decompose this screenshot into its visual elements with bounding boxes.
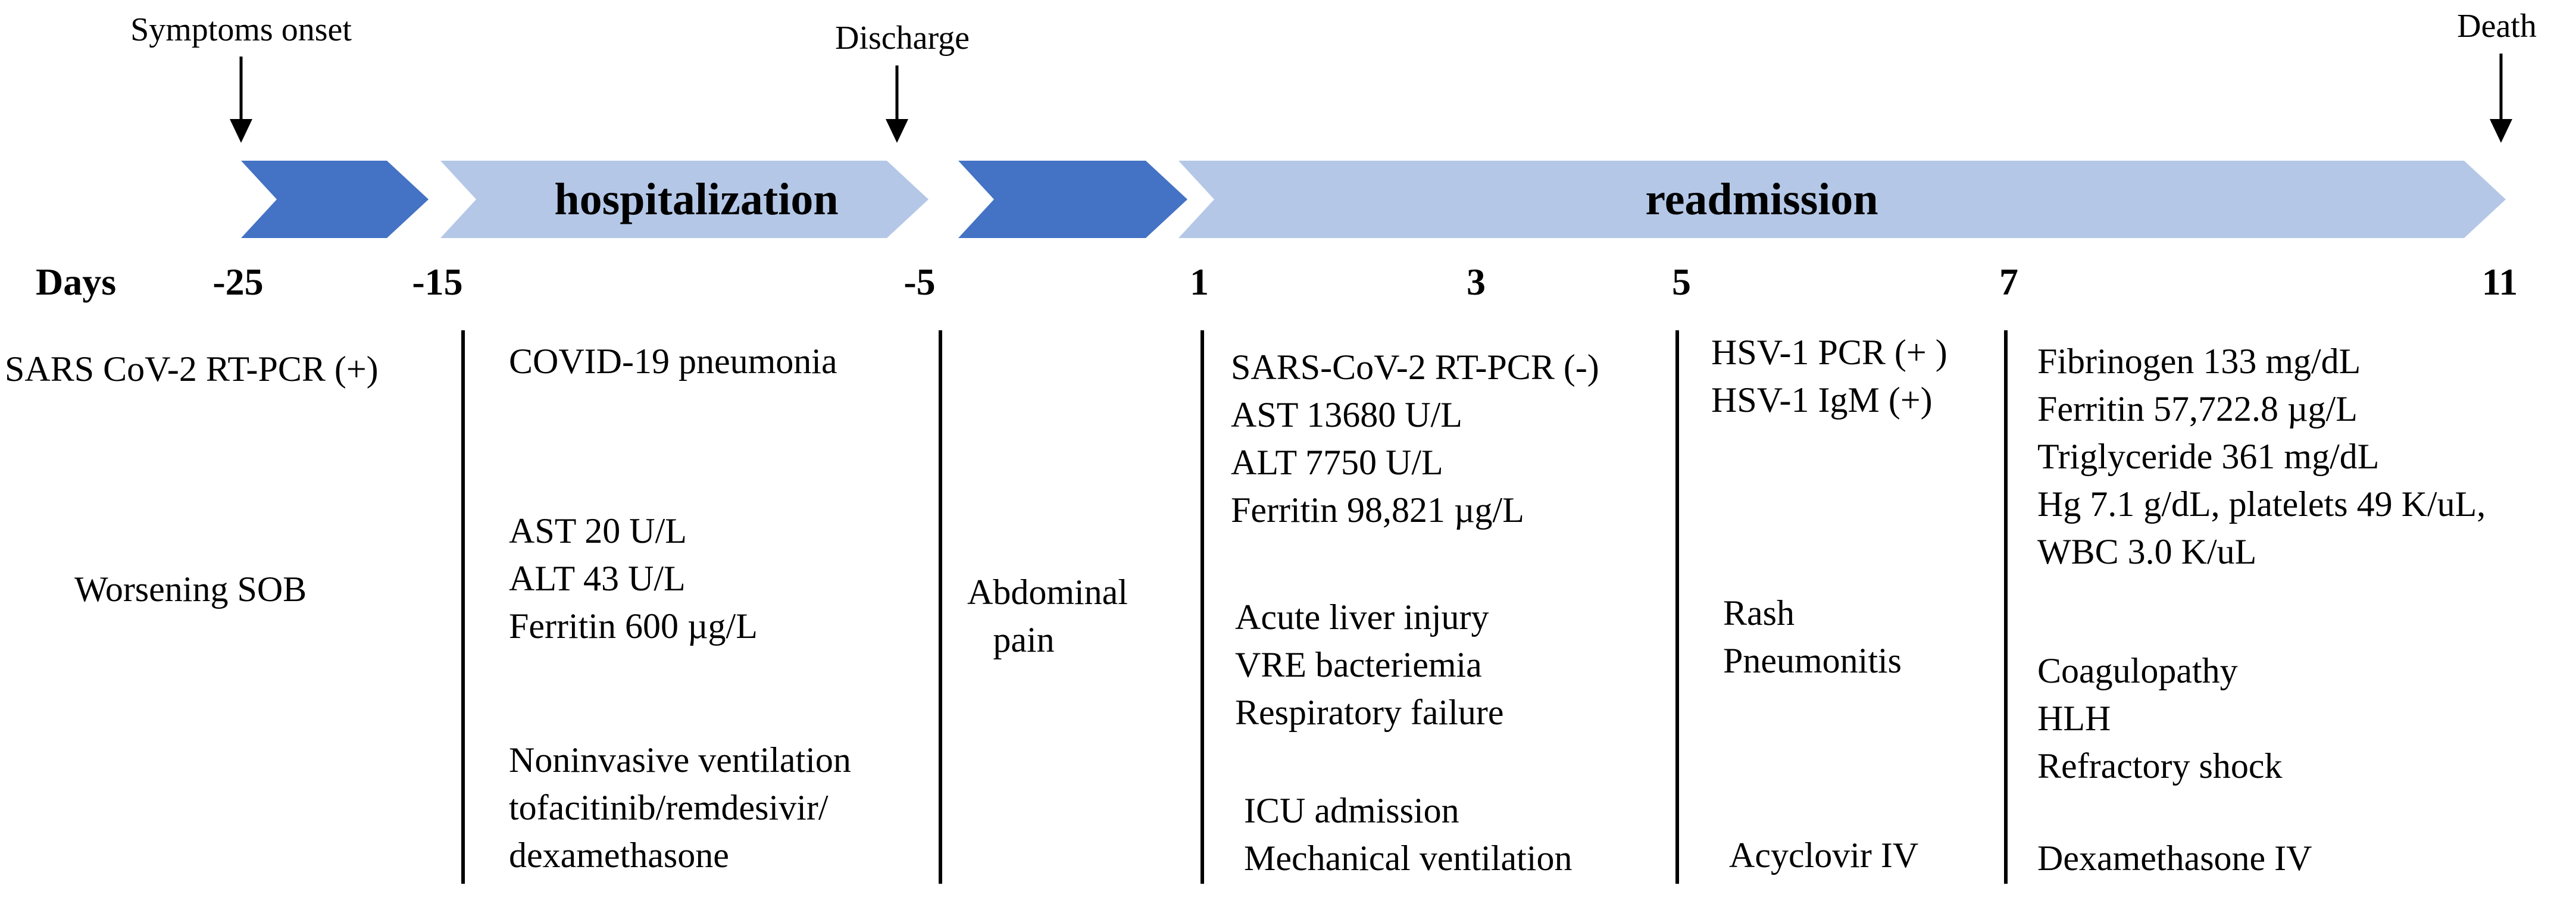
- note-text: SARS-CoV-2 RT-PCR (-): [1231, 348, 1599, 387]
- event-label-onset: Symptoms onset: [130, 11, 352, 48]
- chevron-arrow-readmission: [1178, 161, 2506, 238]
- day-tick: 3: [1467, 261, 1486, 303]
- note-text: Ferritin 57,722.8 µg/L: [2037, 389, 2358, 428]
- chevron-arrow-hospitalization: [440, 161, 929, 238]
- day-tick: 5: [1672, 261, 1691, 303]
- note-text: Hg 7.1 g/dL, platelets 49 K/uL,: [2037, 484, 2486, 524]
- note-text: Ferritin 98,821 µg/L: [1231, 490, 1524, 530]
- event-arrow-discharge: [886, 65, 908, 143]
- days-label: Days: [36, 261, 116, 303]
- note-text: Respiratory failure: [1235, 693, 1504, 732]
- note-text: HSV-1 PCR (+ ): [1711, 333, 1947, 372]
- note-text: Ferritin 600 µg/L: [509, 606, 758, 646]
- note-text: Abdominal: [967, 573, 1128, 612]
- note-text: AST 20 U/L: [509, 511, 687, 550]
- day-tick: 1: [1190, 261, 1209, 303]
- note-text: HSV-1 IgM (+): [1711, 380, 1933, 420]
- event-label-discharge: Discharge: [835, 20, 970, 57]
- note-text: ALT 7750 U/L: [1231, 443, 1443, 482]
- note-text: Triglyceride 361 mg/dL: [2037, 437, 2379, 476]
- note-text: HLH: [2037, 699, 2111, 738]
- day-tick: 11: [2482, 261, 2518, 303]
- note-text: Refractory shock: [2037, 746, 2283, 786]
- note-text: Fibrinogen 133 mg/dL: [2037, 342, 2361, 381]
- note-text: tofacitinib/remdesivir/: [509, 788, 829, 827]
- note-text: pain: [993, 620, 1054, 659]
- day-tick: -5: [904, 261, 935, 303]
- note-text: AST 13680 U/L: [1231, 395, 1462, 434]
- event-label-death: Death: [2457, 8, 2537, 45]
- note-text: SARS CoV-2 RT-PCR (+): [5, 349, 379, 389]
- phase-label-hospitalization: hospitalization: [554, 174, 838, 224]
- note-text: COVID-19 pneumonia: [509, 342, 837, 381]
- event-arrow-onset: [230, 57, 252, 143]
- note-text: Pneumonitis: [1723, 641, 1902, 680]
- day-tick: -15: [412, 261, 462, 303]
- day-tick: 7: [1999, 261, 2018, 303]
- day-tick: -25: [212, 261, 263, 303]
- note-text: ALT 43 U/L: [509, 559, 686, 598]
- note-text: Rash: [1723, 593, 1795, 633]
- note-text: Dexamethasone IV: [2037, 839, 2312, 878]
- note-text: dexamethasone: [509, 836, 729, 875]
- chevron-arrow-dark-1: [241, 161, 429, 238]
- note-text: ICU admission: [1244, 791, 1459, 830]
- note-text: Coagulopathy: [2037, 651, 2238, 690]
- note-text: Worsening SOB: [74, 570, 307, 609]
- event-arrow-death: [2490, 54, 2512, 143]
- note-text: WBC 3.0 K/uL: [2037, 532, 2256, 571]
- note-text: Noninvasive ventilation: [509, 740, 851, 780]
- phase-label-readmission: readmission: [1645, 174, 1878, 224]
- note-text: VRE bacteriemia: [1235, 645, 1482, 684]
- note-text: Mechanical ventilation: [1244, 839, 1572, 878]
- note-text: Acyclovir IV: [1729, 836, 1918, 875]
- chevron-arrow-dark-2: [958, 161, 1187, 238]
- note-text: Acute liver injury: [1235, 598, 1489, 637]
